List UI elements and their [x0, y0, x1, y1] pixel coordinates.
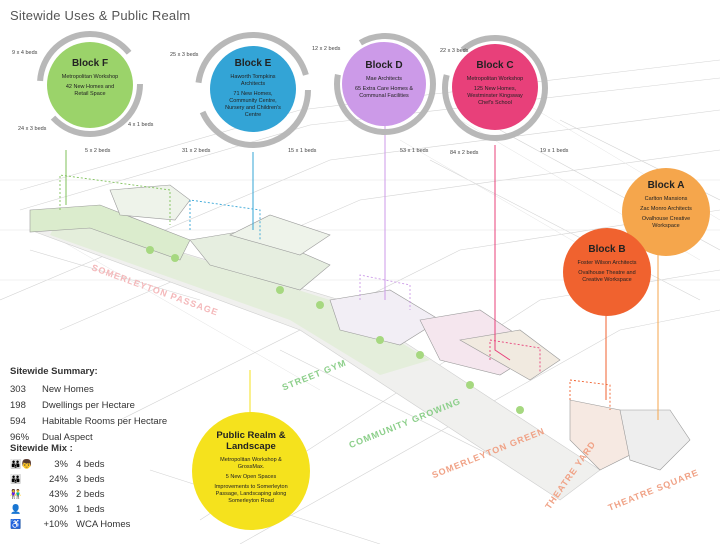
mix-row: 👤30%1 beds	[10, 504, 105, 515]
block-c-beds-1: 22 x 3 beds	[440, 48, 469, 54]
summary-row: 96%Dual Aspect	[10, 431, 93, 443]
block-c-beds-3: 19 x 1 beds	[540, 148, 569, 154]
mix-row: 👫43%2 beds	[10, 489, 105, 500]
mix-row: 👪👦3%4 beds	[10, 459, 105, 470]
block-f-beds-1: 9 x 4 beds	[12, 50, 38, 56]
block-f-name: Block F	[71, 58, 109, 69]
block-a-architect: Zac Monro Architects	[640, 206, 692, 212]
dashed-block-outlines	[59, 174, 611, 410]
block-d-beds-1: 12 x 2 beds	[312, 46, 341, 52]
block-a-line1: Carlton Mansions	[644, 196, 688, 202]
mix-row: ♿+10%WCA Homes	[10, 519, 131, 530]
public-realm-l1: Metropolitan Workshop & GrossMax.	[220, 457, 282, 470]
family-3-icon: 👪	[10, 474, 22, 484]
block-c-uses: 125 New Homes, Westminster Kingsway Chef…	[467, 86, 523, 106]
mix-heading: Sitewide Mix :	[10, 443, 73, 454]
sitewide-mix: Sitewide Mix : 👪👦3%4 beds 👪24%3 beds 👫43…	[10, 443, 210, 532]
block-a-uses: Ovalhouse Creative Workspace	[641, 216, 691, 229]
family-4-icon: 👪👦	[10, 459, 33, 469]
block-e-beds-2: 31 x 2 beds	[182, 148, 211, 154]
trees	[146, 246, 524, 414]
block-d-circle: Block D Mae Architects 65 Extra Care Hom…	[342, 42, 426, 126]
block-f-beds-3: 5 x 2 beds	[85, 148, 111, 154]
block-e-circle: Block E Haworth Tompkins Architects 71 N…	[210, 46, 296, 132]
family-2-icon: 👫	[10, 489, 22, 499]
block-e-beds-1: 25 x 3 beds	[170, 52, 199, 58]
mix-row: 👪24%3 beds	[10, 474, 105, 485]
block-b-uses: Ovalhouse Theatre and Creative Workspace	[578, 270, 636, 283]
block-c-name: Block C	[476, 60, 514, 71]
building-massing	[29, 184, 691, 471]
block-f-beds-2: 24 x 3 beds	[18, 126, 47, 132]
green-ground	[50, 215, 430, 375]
block-d-architect: Mae Architects	[365, 76, 403, 82]
block-b-circle: Block B Foster Wilson Architects Ovalhou…	[563, 228, 651, 316]
block-e-architect: Haworth Tompkins Architects	[230, 74, 276, 87]
block-d-beds-2: 53 x 1 beds	[400, 148, 429, 154]
summary-heading: Sitewide Summary:	[10, 366, 98, 377]
block-c-architect: Metropolitan Workshop	[466, 76, 524, 82]
block-b-architect: Foster Wilson Architects	[577, 260, 637, 266]
block-c-circle: Block C Metropolitan Workshop 125 New Ho…	[452, 44, 538, 130]
block-f-beds-4: 4 x 1 beds	[128, 122, 154, 128]
block-f-architect: Metropolitan Workshop	[61, 74, 119, 80]
public-realm-l2: 5 New Open Spaces	[225, 474, 277, 480]
wheelchair-icon: ♿	[10, 519, 22, 529]
leader-lines	[65, 125, 659, 420]
block-f-uses: 42 New Homes and Retail Space	[65, 84, 115, 97]
block-a-name: Block A	[647, 180, 685, 191]
person-icon: 👤	[10, 504, 22, 514]
public-realm-circle: Public Realm & Landscape Metropolitan Wo…	[192, 412, 310, 530]
public-realm-name: Public Realm & Landscape	[216, 430, 286, 452]
block-c-beds-2: 84 x 2 beds	[450, 150, 479, 156]
block-b-name: Block B	[588, 244, 626, 255]
block-e-name: Block E	[234, 58, 272, 69]
block-d-name: Block D	[365, 60, 403, 71]
public-realm-l3: Improvements to Somerleyton Passage, Lan…	[214, 484, 288, 504]
bed-mix-rings	[37, 31, 548, 148]
block-f-circle: Block F Metropolitan Workshop 42 New Hom…	[47, 42, 133, 128]
block-e-beds-3: 15 x 1 beds	[288, 148, 317, 154]
block-d-uses: 65 Extra Care Homes & Communal Facilitie…	[354, 86, 414, 99]
block-e-uses: 71 New Homes, Community Centre, Nursery …	[225, 91, 281, 118]
page-title: Sitewide Uses & Public Realm	[10, 8, 191, 23]
